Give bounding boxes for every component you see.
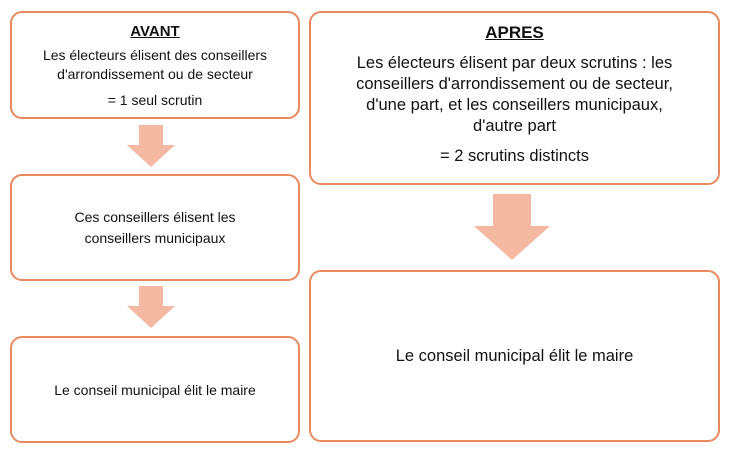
apres-box: APRES Les électeurs élisent par deux scr… bbox=[309, 11, 720, 185]
ces-conseillers-box: Ces conseillers élisent les conseillers … bbox=[10, 174, 300, 281]
ces-line-1: Ces conseillers élisent les bbox=[74, 208, 236, 225]
left-maire-box: Le conseil municipal élit le maire bbox=[10, 336, 300, 443]
apres-line-4: d'autre part bbox=[473, 117, 556, 135]
apres-result: = 2 scrutins distincts bbox=[439, 147, 589, 165]
left-maire-text: Le conseil municipal élit le maire bbox=[54, 381, 256, 398]
apres-line-2: conseillers d'arrondissement ou de secte… bbox=[356, 75, 673, 93]
apres-title: APRES bbox=[485, 23, 544, 42]
right-maire-box: Le conseil municipal élit le maire bbox=[309, 270, 720, 442]
ces-line-2: conseillers municipaux bbox=[84, 229, 226, 246]
right-maire-text: Le conseil municipal élit le maire bbox=[395, 346, 634, 365]
down-arrow-icon bbox=[127, 286, 175, 328]
down-arrow-icon bbox=[127, 125, 175, 167]
avant-title: AVANT bbox=[130, 23, 180, 40]
avant-line-1: Les électeurs élisent des conseillers bbox=[42, 47, 268, 63]
apres-line-3: d'une part, et les conseillers municipau… bbox=[366, 96, 663, 114]
down-arrow-icon bbox=[474, 194, 550, 260]
avant-line-2: d'arrondissement ou de secteur bbox=[57, 66, 253, 82]
apres-line-1: Les électeurs élisent par deux scrutins … bbox=[356, 54, 673, 72]
avant-box: AVANT Les électeurs élisent des conseill… bbox=[10, 11, 300, 119]
avant-result: = 1 seul scrutin bbox=[107, 92, 203, 108]
